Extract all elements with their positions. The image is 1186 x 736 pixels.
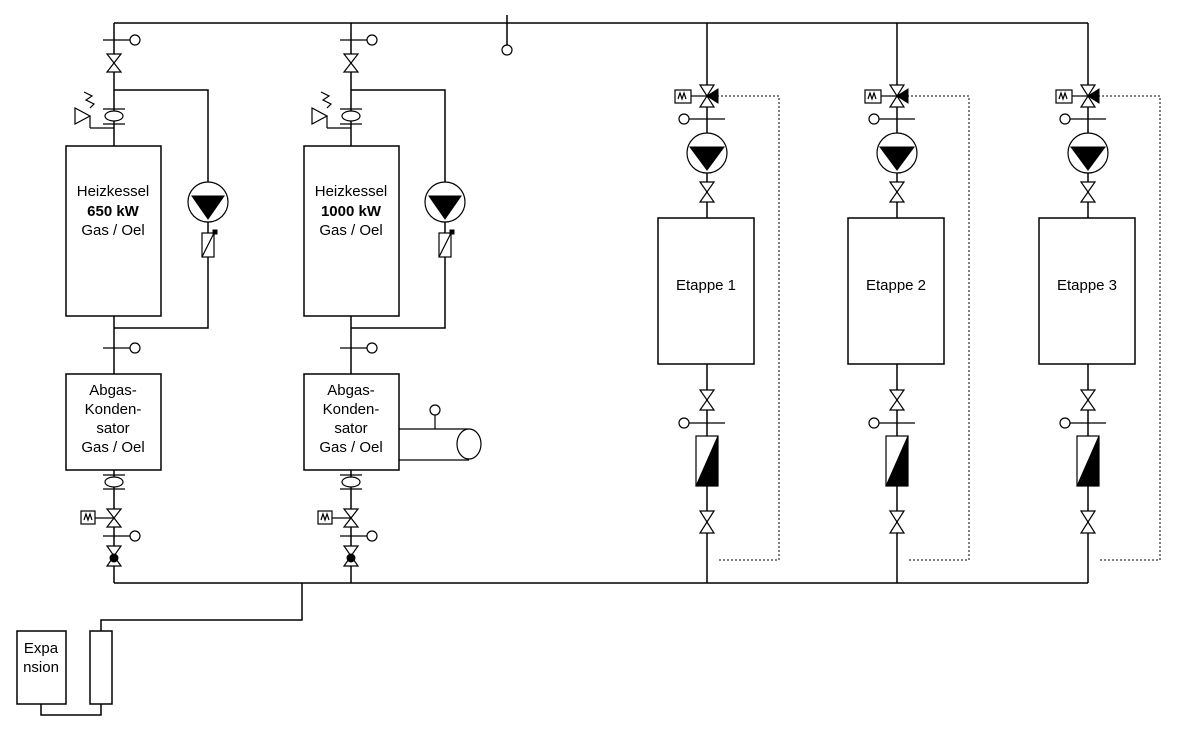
gate-valve-icon[interactable] xyxy=(888,510,906,534)
safety-valve-icon xyxy=(74,91,114,129)
temperature-sensor-icon xyxy=(340,34,378,46)
stage-3-label: Etappe 3 xyxy=(1057,277,1117,294)
temperature-sensor-icon xyxy=(340,530,378,542)
three-way-valve-icon[interactable] xyxy=(888,84,909,108)
stage-branch-2: Etappe 2 xyxy=(847,23,970,583)
motor-actuator-icon xyxy=(317,510,351,525)
boiler-branch-2: Heizkessel 1000 kW Gas / Oel Abgas- Kond… xyxy=(303,23,482,583)
temperature-sensor-icon xyxy=(1059,417,1106,429)
pump-icon[interactable] xyxy=(187,181,229,223)
temperature-sensor-icon xyxy=(340,342,378,354)
temperature-sensor-icon xyxy=(103,34,141,46)
gate-valve-icon[interactable] xyxy=(888,389,906,411)
motor-actuator-icon xyxy=(864,89,897,104)
condenser-1-box xyxy=(65,373,162,471)
condenser-2-line2: Konden- xyxy=(323,401,380,418)
boiler-2-power: 1000 kW xyxy=(321,203,382,220)
supply-header xyxy=(114,15,1088,56)
temperature-sensor-icon xyxy=(678,417,725,429)
condenser-1-line4: Gas / Oel xyxy=(81,439,144,456)
pump-icon[interactable] xyxy=(876,132,918,174)
flow-meter-icon xyxy=(103,108,125,125)
flow-meter-icon xyxy=(340,474,362,490)
condenser-1-line3: sator xyxy=(96,420,129,437)
check-valve-icon[interactable] xyxy=(342,545,360,567)
three-way-valve-icon[interactable] xyxy=(698,84,719,108)
expansion-vessel: Expa nsion xyxy=(16,630,113,716)
expansion-box xyxy=(16,630,67,705)
boiler-2-fuel: Gas / Oel xyxy=(319,222,382,239)
heat-exchanger-icon xyxy=(399,404,482,461)
expansion-line2: nsion xyxy=(23,659,59,676)
stage-2-label: Etappe 2 xyxy=(866,277,926,294)
motor-actuator-icon xyxy=(80,510,114,525)
temperature-sensor-icon xyxy=(1059,113,1106,125)
stage-1-label: Etappe 1 xyxy=(676,277,736,294)
stage-branch-3: Etappe 3 xyxy=(1038,23,1161,583)
heat-meter-icon xyxy=(885,435,909,487)
boiler-2-box xyxy=(303,145,400,317)
condenser-1-line1: Abgas- xyxy=(89,382,137,399)
condenser-2-box xyxy=(303,373,400,471)
condenser-2-line1: Abgas- xyxy=(327,382,375,399)
flow-meter-icon xyxy=(340,108,362,125)
boiler-1-power: 650 kW xyxy=(87,203,140,220)
pump-icon[interactable] xyxy=(424,181,466,223)
gate-valve-icon[interactable] xyxy=(1079,510,1097,534)
pump-icon[interactable] xyxy=(1067,132,1109,174)
gate-valve-icon[interactable] xyxy=(888,181,906,203)
expansion-tank xyxy=(89,630,113,705)
boiler-1-label: Heizkessel xyxy=(77,183,150,200)
gate-valve-icon[interactable] xyxy=(1079,389,1097,411)
mixing-valve-icon xyxy=(201,229,218,258)
motor-actuator-icon xyxy=(1055,89,1088,104)
temperature-sensor-icon xyxy=(103,530,141,542)
return-header xyxy=(100,582,1088,631)
boiler-branch-1: Heizkessel 650 kW Gas / Oel Abgas- Konde… xyxy=(65,23,229,583)
three-way-valve-icon[interactable] xyxy=(1079,84,1100,108)
boiler-1-fuel: Gas / Oel xyxy=(81,222,144,239)
condenser-2-line4: Gas / Oel xyxy=(319,439,382,456)
stage-1-box xyxy=(657,217,755,365)
temperature-sensor-icon xyxy=(678,113,725,125)
motor-actuator-icon xyxy=(674,89,707,104)
gate-valve-icon[interactable] xyxy=(698,389,716,411)
gate-valve-icon[interactable] xyxy=(342,53,360,73)
heat-meter-icon xyxy=(695,435,719,487)
expansion-line1: Expa xyxy=(24,640,59,657)
stage-3-box xyxy=(1038,217,1136,365)
boiler-2-label: Heizkessel xyxy=(315,183,388,200)
boiler-1-box xyxy=(65,145,162,317)
gate-valve-icon[interactable] xyxy=(698,181,716,203)
condenser-2-line3: sator xyxy=(334,420,367,437)
gate-valve-icon[interactable] xyxy=(698,510,716,534)
temperature-sensor-icon xyxy=(868,417,915,429)
safety-valve-icon xyxy=(311,91,351,129)
gate-valve-icon[interactable] xyxy=(1079,181,1097,203)
pump-icon[interactable] xyxy=(686,132,728,174)
gate-valve-icon[interactable] xyxy=(105,508,123,528)
stage-branch-1: Etappe 1 xyxy=(657,23,780,583)
stage-2-box xyxy=(847,217,945,365)
heat-meter-icon xyxy=(1076,435,1100,487)
gate-valve-icon[interactable] xyxy=(342,508,360,528)
mixing-valve-icon xyxy=(438,229,455,258)
check-valve-icon[interactable] xyxy=(105,545,123,567)
temperature-sensor-icon xyxy=(868,113,915,125)
condenser-1-line2: Konden- xyxy=(85,401,142,418)
flow-meter-icon xyxy=(103,474,125,490)
gate-valve-icon[interactable] xyxy=(105,53,123,73)
temperature-sensor-icon xyxy=(103,342,141,354)
